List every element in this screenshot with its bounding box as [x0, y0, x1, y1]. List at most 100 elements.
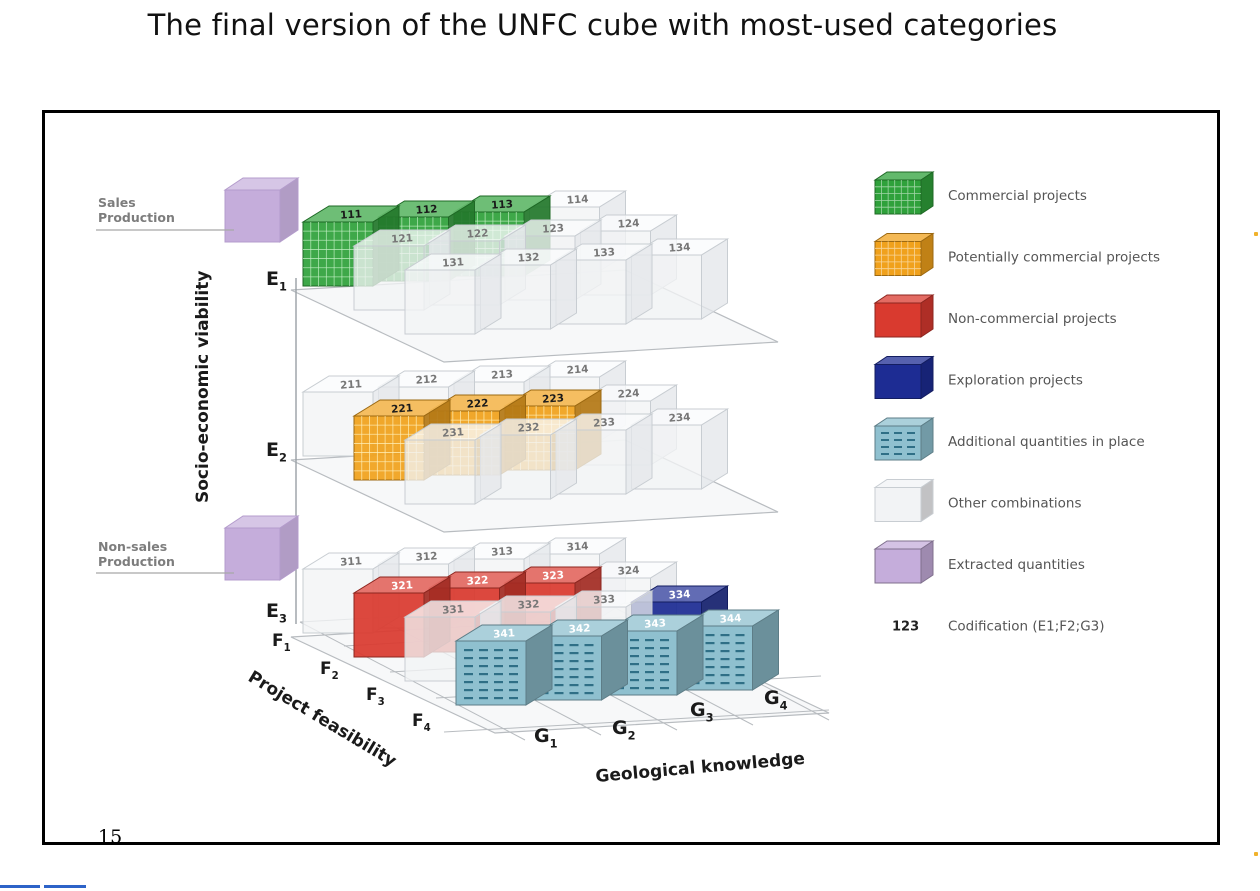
cube-dash [705, 674, 715, 677]
cube-side-face [625, 243, 653, 325]
cube-dash [494, 689, 503, 692]
cube-side-face [752, 609, 779, 691]
legend-dash [907, 432, 915, 434]
cube-dash [645, 671, 654, 674]
cube-code: 234 [668, 411, 691, 424]
legend-dash [894, 446, 902, 448]
legend-label: Potentially commercial projects [948, 250, 1160, 266]
cube-dash [494, 649, 503, 652]
cube-dash [494, 657, 503, 660]
legend-swatch-side [920, 540, 934, 584]
cube-code: 211 [340, 378, 363, 391]
legend-swatch-front [874, 487, 922, 522]
cube-dash [464, 697, 473, 700]
cube-code: 311 [340, 555, 363, 569]
cube-dash [494, 665, 503, 668]
cube-dash [720, 674, 730, 677]
f-level-label: F2 [320, 659, 339, 682]
legend-item: Other combinations [873, 478, 1082, 523]
cube-code: 342 [568, 622, 591, 636]
cube-dash [735, 682, 745, 685]
cube-code: 231 [442, 426, 465, 439]
edge-dot [1254, 232, 1258, 236]
cube-code: 332 [517, 598, 540, 612]
cube-side-face [525, 624, 553, 706]
cube-dash [660, 639, 669, 642]
legend-dash [881, 432, 889, 434]
label-non-sales-production: Production [98, 554, 175, 569]
page-number: 15 [98, 826, 123, 848]
cube-code: 213 [491, 368, 514, 381]
edge-dot [1254, 852, 1258, 856]
cube-side-face [550, 248, 577, 330]
legend-label: Commercial projects [948, 188, 1087, 204]
legend-item: Additional quantities in place [873, 417, 1145, 461]
cube-dash [630, 655, 639, 658]
cube-dash [584, 644, 594, 647]
legend-swatch-side [920, 294, 934, 338]
cube-dash [735, 658, 745, 661]
f-level-label: F1 [272, 631, 291, 654]
e-level-label: E1 [266, 268, 287, 294]
cube-dash [464, 665, 473, 668]
cube-code: 334 [668, 588, 691, 602]
cube-131: 131 [403, 253, 503, 335]
cube-dash [660, 663, 669, 666]
axis-title-geological-knowledge: Geological knowledge [595, 749, 806, 787]
cube-code: 233 [593, 416, 616, 429]
cube-dash [464, 673, 473, 676]
cube-code: 232 [517, 421, 540, 434]
cube-code: 333 [593, 593, 616, 607]
cube-dash [735, 666, 745, 669]
cube-dash [509, 697, 518, 700]
cube-side-face [676, 614, 704, 696]
cube-side-face [701, 238, 728, 320]
cube-code: 133 [593, 246, 616, 259]
cube-side-face [279, 177, 299, 243]
cube-grid: 1141131121111241231221211341331321312142… [301, 190, 781, 706]
cube-side-face [279, 515, 299, 581]
label-sales: Sales [98, 195, 136, 210]
cube-dash [660, 655, 669, 658]
legend-dash [894, 439, 902, 441]
cube-dash [554, 644, 564, 647]
legend-dash [881, 446, 889, 448]
f-level-label: F4 [412, 711, 431, 734]
cube-dash [630, 647, 639, 650]
cube-side-face [701, 408, 728, 490]
subscript: 2 [332, 671, 339, 682]
cube-dash [479, 689, 488, 692]
cube-dash [554, 652, 564, 655]
legend-dash [894, 453, 902, 455]
bottom-edge-mark [0, 884, 86, 889]
cube-code: 324 [617, 564, 640, 578]
cube-dash [509, 657, 518, 660]
cube-code: 224 [617, 387, 640, 400]
cube-code: 312 [415, 550, 438, 564]
cube-side-face [550, 418, 577, 500]
cube-dash [479, 697, 488, 700]
cube-dash [735, 634, 745, 637]
cube-dash [584, 684, 594, 687]
cube-code: 122 [466, 227, 489, 240]
legend-label: Codification (E1;F2;G3) [948, 619, 1105, 635]
cube-dash [494, 681, 503, 684]
cube-dash [645, 687, 654, 690]
cube-dash [509, 681, 518, 684]
cube-231: 231 [403, 423, 503, 505]
axis-title-project-feasibility: Project feasibility [244, 667, 399, 771]
e-level-label: E3 [266, 600, 287, 626]
cube-dash [509, 689, 518, 692]
cube-side-face [625, 413, 653, 495]
cube-code: 321 [391, 579, 414, 593]
extracted-cube [223, 177, 300, 243]
legend-label: Additional quantities in place [948, 434, 1145, 450]
cube-front-face [224, 189, 281, 243]
cube-dash [705, 634, 715, 637]
cube-dash [720, 666, 730, 669]
axis-title-socio-economic: Socio-economic viability [193, 271, 213, 503]
legend-dash [907, 446, 915, 448]
legend-swatch-side [920, 232, 934, 277]
